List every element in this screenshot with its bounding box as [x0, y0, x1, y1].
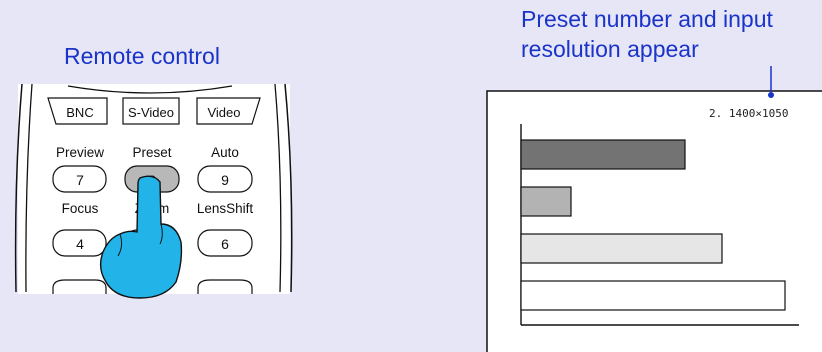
focus-label: Focus	[62, 201, 99, 216]
s-video-button-label: S-Video	[128, 105, 174, 120]
remote-control: BNC S-Video Video Preview Preset Auto 7 …	[16, 84, 292, 298]
key-9-label: 9	[221, 172, 229, 188]
screen-bar-1	[521, 140, 685, 169]
key-7-label: 7	[76, 172, 84, 188]
screen-bar-4	[521, 281, 785, 310]
projected-screen: 2. 1400×1050	[487, 66, 822, 352]
auto-label: Auto	[211, 145, 239, 160]
screen-bar-3	[521, 234, 722, 263]
key-6-label: 6	[221, 236, 229, 252]
video-button-label: Video	[207, 105, 240, 120]
lensshift-label: LensShift	[197, 201, 254, 216]
key-row3-right[interactable]	[198, 280, 252, 294]
bnc-button-label: BNC	[66, 105, 93, 120]
osd-preset-resolution: 2. 1400×1050	[709, 107, 788, 120]
preset-label: Preset	[132, 145, 171, 160]
key-4-label: 4	[76, 236, 84, 252]
preview-label: Preview	[56, 145, 104, 160]
callout-dot	[768, 92, 774, 98]
key-row3-left[interactable]	[53, 280, 106, 294]
screen-bar-2	[521, 187, 571, 216]
